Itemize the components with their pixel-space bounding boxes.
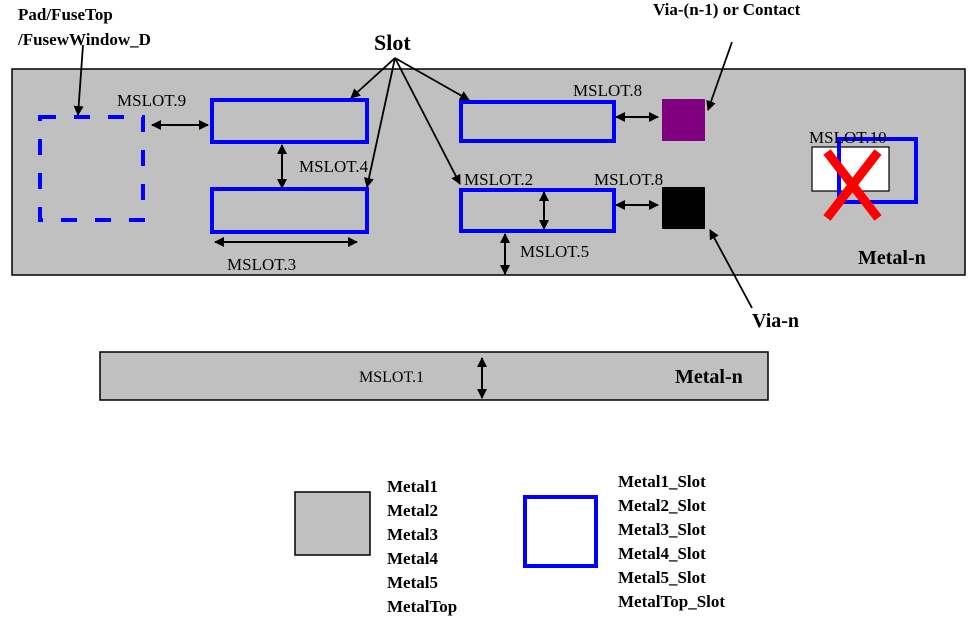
slot-callout-arrow-4 xyxy=(394,57,470,101)
mslot8-bottom-label: MSLOT.8 xyxy=(594,170,663,189)
slot-rect-1 xyxy=(210,98,369,144)
legend-metal-list: Metal1 Metal2 Metal3 Metal4 Metal5 Metal… xyxy=(387,477,457,616)
legend-slot-item: Metal4_Slot xyxy=(618,544,706,563)
violation-x-icon xyxy=(823,149,882,221)
slot-callout-arrow-3 xyxy=(394,57,461,185)
legend-metal-item: Metal1 xyxy=(387,477,438,496)
via-n-minus-1-callout-arrow xyxy=(706,41,733,111)
via-n-label: Via-n xyxy=(752,310,799,332)
mslot1-label: MSLOT.1 xyxy=(359,369,424,386)
legend-metal-item: MetalTop xyxy=(387,597,457,616)
mslot8-top-label: MSLOT.8 xyxy=(573,81,642,100)
legend-slot-swatch xyxy=(523,495,598,568)
pad-fuse-callout-arrow xyxy=(73,44,84,116)
legend-slot-item: Metal2_Slot xyxy=(618,496,706,515)
pad-fuse-label-line2: /FusewWindow_D xyxy=(17,30,151,49)
legend-slot-item: MetalTop_Slot xyxy=(618,592,725,611)
legend-slot-list: Metal1_Slot Metal2_Slot Metal3_Slot Meta… xyxy=(618,472,725,611)
mslot10-label: MSLOT.10 xyxy=(809,128,887,147)
slot-callout-arrow-1 xyxy=(350,57,396,99)
via-n-callout-arrow xyxy=(709,229,753,309)
legend-metal-item: Metal5 xyxy=(387,573,438,592)
slot-rect-4 xyxy=(459,188,616,233)
legend-metal-item: Metal2 xyxy=(387,501,438,520)
mslot2-label: MSLOT.2 xyxy=(464,170,533,189)
metal-n-bar xyxy=(99,351,769,401)
mslot5-label: MSLOT.5 xyxy=(520,242,589,261)
legend-slot-item: Metal5_Slot xyxy=(618,568,706,587)
slot-rect-2 xyxy=(210,187,369,234)
slot-label: Slot xyxy=(374,30,411,55)
slot-rect-3 xyxy=(459,100,616,143)
mslot9-label: MSLOT.9 xyxy=(117,91,186,110)
legend-slot-item: Metal1_Slot xyxy=(618,472,706,491)
legend-slot-item: Metal3_Slot xyxy=(618,520,706,539)
mslot4-label: MSLOT.4 xyxy=(299,157,369,176)
mslot3-label: MSLOT.3 xyxy=(227,255,296,274)
via-n-minus-1-label: Via-(n-1) or Contact xyxy=(653,0,801,19)
metal-n-label-top: Metal-n xyxy=(858,247,926,269)
via-n-square xyxy=(662,187,705,229)
legend-metal-item: Metal4 xyxy=(387,549,438,568)
legend-metal-item: Metal3 xyxy=(387,525,438,544)
slot-callout-arrow-2 xyxy=(364,57,396,188)
legend-metal-swatch xyxy=(294,491,371,556)
via-n-minus-1-square xyxy=(662,99,705,141)
pad-fuse-label-line1: Pad/FuseTop xyxy=(18,5,113,24)
metal-n-label-bottom: Metal-n xyxy=(675,366,743,388)
